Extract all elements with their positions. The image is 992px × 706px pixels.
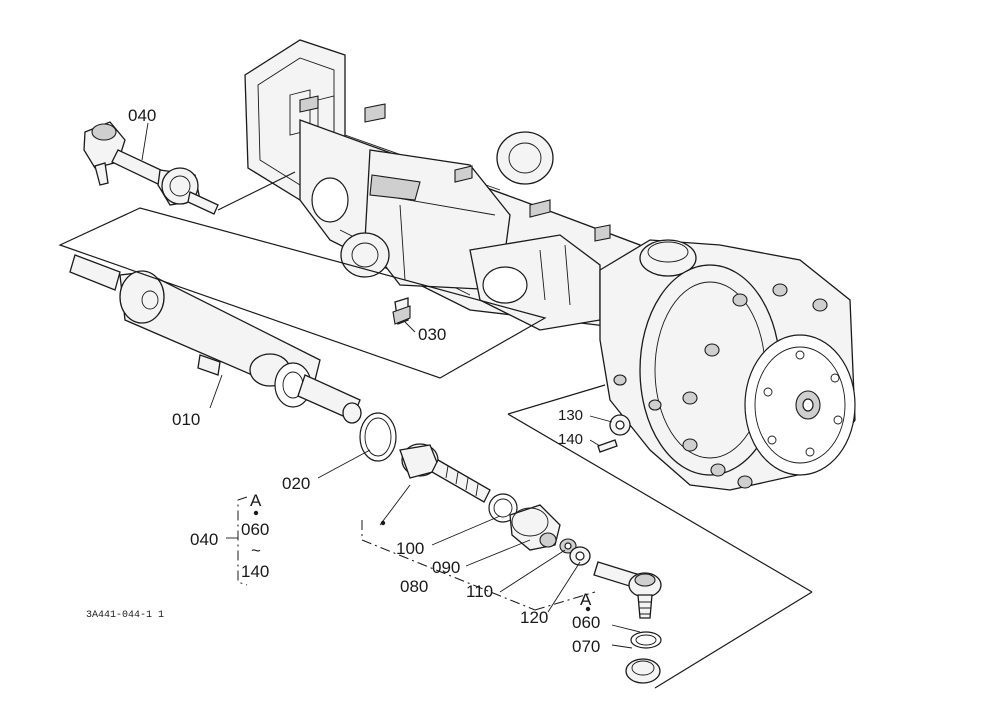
- kit-range-end: 140: [241, 562, 269, 581]
- label-140: 140: [558, 431, 583, 448]
- kit-range-sep: ~: [251, 541, 261, 560]
- label-060: 060: [572, 613, 600, 632]
- drawing-code: 3A441-044-1 1: [86, 610, 164, 621]
- label-a-lower: A: [580, 590, 592, 609]
- a-dot-lower: [585, 606, 591, 612]
- ring-100: [488, 493, 518, 523]
- kit-dot: [380, 520, 386, 526]
- steering-cylinder-010: [69, 254, 362, 424]
- nut-110: [559, 538, 577, 554]
- cotter-pin-140: [597, 439, 618, 453]
- label-100: 100: [396, 539, 424, 558]
- boot-090: [509, 504, 561, 551]
- a-dot-kit: [253, 510, 259, 516]
- label-120: 120: [520, 608, 548, 627]
- label-040-top: 040: [128, 106, 156, 125]
- label-130: 130: [558, 407, 583, 424]
- axle-housing: [244, 39, 641, 331]
- kit-label-040: 040: [190, 530, 218, 549]
- label-010: 010: [172, 410, 200, 429]
- castle-nut-130: [609, 414, 631, 436]
- label-070: 070: [572, 637, 600, 656]
- assembly-lines: [58, 122, 813, 689]
- kit-label-a: A: [250, 491, 262, 510]
- label-030: 030: [418, 325, 446, 344]
- inner-tie-rod-joint: [399, 443, 491, 503]
- ring-070: [625, 631, 662, 684]
- washer-120: [569, 546, 591, 566]
- kit-range-start: 060: [241, 520, 269, 539]
- label-080: 080: [400, 577, 428, 596]
- label-110: 110: [466, 582, 493, 601]
- label-020: 020: [282, 474, 310, 493]
- tie-rod-end-060-lower: [593, 561, 662, 619]
- tie-rod-end-040-upper: [83, 121, 219, 215]
- snap-ring-020: [359, 412, 397, 462]
- bolt-030: [392, 297, 411, 325]
- label-090: 090: [432, 558, 460, 577]
- wheel-hub-gearcase: [599, 239, 856, 491]
